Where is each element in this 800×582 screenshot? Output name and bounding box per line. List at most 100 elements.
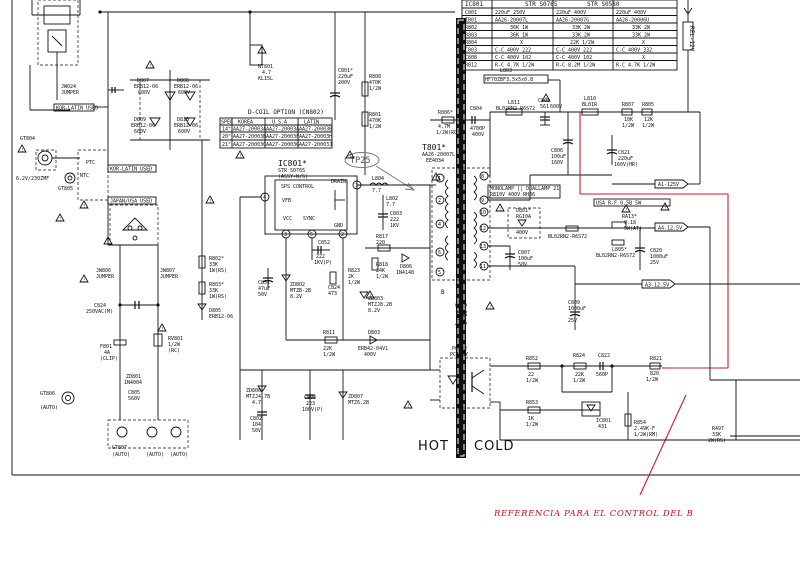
zd802-sub2: 8.2V [290, 294, 302, 300]
warning-icon: ! [235, 150, 245, 159]
table-cell: 33K 2W [572, 25, 591, 31]
c851-sub: 47uF [258, 286, 270, 292]
ic-shunt-regulator-icon [586, 404, 596, 412]
warning-icon: ! [157, 323, 167, 332]
d807-diode-icon [164, 91, 176, 101]
table-cell: AA27-20003J [299, 142, 332, 148]
warning-icon: ! [660, 202, 670, 211]
jw807-jumper: JUMPER [160, 274, 179, 280]
table-cell: AA27-20003A [233, 127, 266, 133]
r824-sub: 22K [575, 372, 584, 378]
d803-label: D803 [368, 330, 380, 336]
table-cell: AA26-20007G [556, 18, 589, 24]
f801-sub2: (CLIP) [100, 356, 118, 362]
l805-left-sub: BL02RN2-R6S72 [548, 234, 587, 240]
warning-icon: ! [485, 301, 495, 310]
zd802-zener-icon [281, 274, 291, 282]
d801-sub2: 400V [516, 230, 528, 236]
table-cell: R802 [465, 25, 477, 31]
table-cell: C-C 400V 222 [556, 48, 592, 54]
svg-text:!: ! [83, 278, 85, 283]
dcoil-title: D-COIL OPTION (CN802) [248, 109, 324, 116]
d809-erb: ERB12-06 [131, 123, 155, 129]
r854-sub: 2.49K-F [634, 426, 655, 432]
zd807-label: ZD807 [348, 394, 363, 400]
c820-label: C820 [650, 248, 662, 254]
annotation-text: REFERENCIA PARA EL CONTROL DEL B [493, 509, 693, 519]
ra13-l805: USA R-F 0.5B 5W RA13* 0.18 5W(AT) BL02RN… [548, 198, 671, 270]
c802-sub2: 50V [252, 428, 261, 434]
table-cell: 21" [222, 142, 231, 148]
option-table: IC801 STR S0765 STR S0580 C801 220uF 250… [461, 0, 678, 71]
table-cell: C-C 400V 222 [495, 48, 531, 54]
l810-sub: BL01R [582, 102, 598, 108]
zd801-label: ZD801 [126, 374, 141, 380]
l802-label: L802 [386, 196, 398, 202]
r808-sub: 470K [369, 80, 381, 86]
top-bus [98, 10, 455, 170]
c822-sub: 560P [596, 372, 608, 378]
d808-diode-icon [184, 91, 196, 101]
table-cell: AA27-20003B [233, 134, 266, 140]
kor-latin-used-label: KOR-LATIN USED [56, 106, 98, 112]
r808-r801: R808 470K 1/2W R801 470K 1/2W [361, 60, 382, 175]
d808-v: 600V [178, 90, 190, 96]
svg-text:!: ! [545, 97, 547, 102]
svg-text:!: ! [239, 154, 241, 159]
zd802-sub: MTZB-2B [290, 288, 311, 294]
zd803-sub2: 8.2V [368, 308, 380, 314]
table-cell: AA27-20003B [299, 127, 332, 133]
table-cell: C808 [465, 55, 477, 61]
drain-label: DRAIN [331, 179, 346, 185]
nt801-label: NT801 [258, 64, 273, 70]
svg-text:!: ! [21, 148, 23, 153]
ptc-kor-label: KOR-LATIN USED [110, 167, 152, 173]
r854-label: R854 [634, 420, 646, 426]
cold-label: COLD [474, 439, 515, 454]
table-cell: 220uF 400V [616, 10, 646, 16]
monolamp-sub: R810V 400V RH36 [490, 192, 535, 198]
svg-text:!: ! [435, 176, 437, 181]
table-row: C808 C-C 400V 102 C-C 400V 102 X [465, 55, 645, 61]
r806-sub2: 1/2W(RC) [436, 130, 460, 136]
table-cell: AA27-20003C [233, 142, 266, 148]
d806-sub: 1N4148 [396, 270, 414, 276]
c806-sub2: 160V [551, 160, 563, 166]
c808-label: C808 [304, 395, 316, 401]
dcoil-h2: U.S.A [272, 120, 287, 126]
d809-diode-icon [149, 117, 161, 127]
r824-sub2: 1/2W [573, 378, 586, 384]
ra13-sub2: 5W(AT) [624, 226, 642, 232]
r853-sub: 1K [528, 416, 534, 422]
r823-label: R823 [348, 268, 360, 274]
r823-sub2: 1/2W [348, 280, 361, 286]
t-pin-9: 9 [481, 198, 484, 204]
l803-label: L803 [500, 68, 512, 74]
c805b-sub: 560V [128, 396, 140, 402]
warning-icon: ! [79, 200, 89, 209]
table-cell: 36K 1W [510, 33, 529, 39]
r808-label: R808 [369, 74, 381, 80]
gt802-auto: (AUTO) [170, 452, 188, 458]
table-cell: 22K 1/2W [570, 40, 595, 46]
table-cell: R-C 8.2M 1/2W [556, 63, 596, 69]
c807-sub: 100uF [518, 256, 533, 262]
transformer-t801: T801* AA26-20007L EE4034 1 2 4 6 5 8 9 1… [422, 18, 491, 458]
c805b-label: C805 [128, 390, 140, 396]
c819-label: C819 [455, 303, 467, 309]
d810-v: 600V [178, 129, 190, 135]
d810-label: D810 [177, 117, 189, 123]
sps-control-label: SPS CONTROL [281, 184, 314, 190]
gt807-auto: (AUTO) [112, 452, 130, 458]
svg-text:!: ! [369, 294, 371, 299]
ic801-sub: STR S0765 [278, 168, 305, 174]
c822-label: C822 [598, 353, 610, 359]
r821-sub: 820 [650, 371, 659, 377]
ic801b-label: IC801 [596, 418, 611, 424]
ra13-sub: 0.18 [624, 220, 636, 226]
d807-erb: ERB12-06 [134, 84, 158, 90]
table-cell: R803 [465, 33, 477, 39]
c802-label: C802 [250, 416, 262, 422]
jw024-jumper: JW024 JUMPER KOR-LATIN USED [53, 84, 108, 112]
c851-sub2: 50V [258, 292, 267, 298]
